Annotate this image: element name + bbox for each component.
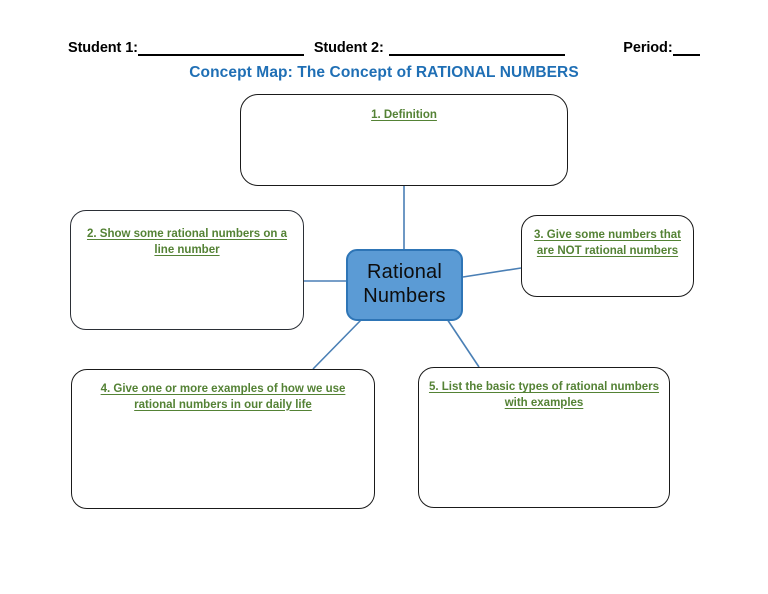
center-node-line-2: Numbers (363, 285, 446, 307)
student2-input[interactable] (388, 41, 565, 56)
node-basic-types-label: 5. List the basic types of rational numb… (428, 381, 660, 409)
connector-center-to-daily-life (312, 319, 362, 370)
node-basic-types[interactable]: 5. List the basic types of rational numb… (418, 367, 670, 508)
period-label: Period: (623, 40, 673, 56)
student2-label: Student 2: (313, 40, 384, 56)
student1-input[interactable] (137, 41, 305, 56)
center-node-line-1: Rational (367, 261, 442, 284)
center-node-text: Rational Numbers (363, 261, 446, 308)
connector-center-to-types (446, 318, 480, 368)
center-node-rational-numbers[interactable]: Rational Numbers (346, 249, 463, 321)
student-info-header: Student 1: Student 2: Period: (68, 34, 700, 56)
node-daily-life-examples-label: 4. Give one or more examples of how we u… (100, 383, 346, 411)
node-number-line[interactable]: 2. Show some rational numbers on a line … (70, 210, 304, 330)
student1-label: Student 1: (68, 40, 138, 56)
page-title: Concept Map: The Concept of RATIONAL NUM… (189, 64, 579, 81)
node-not-rational-numbers[interactable]: 3. Give some numbers that are NOT ration… (521, 215, 694, 297)
node-daily-life-examples[interactable]: 4. Give one or more examples of how we u… (71, 369, 375, 509)
node-definition[interactable]: 1. Definition (240, 94, 568, 186)
connector-center-to-not-rational (462, 267, 522, 278)
node-number-line-label: 2. Show some rational numbers on a line … (86, 228, 287, 256)
node-definition-label: 1. Definition (371, 109, 437, 121)
node-not-rational-numbers-label: 3. Give some numbers that are NOT ration… (534, 229, 681, 257)
period-input[interactable] (672, 41, 700, 56)
